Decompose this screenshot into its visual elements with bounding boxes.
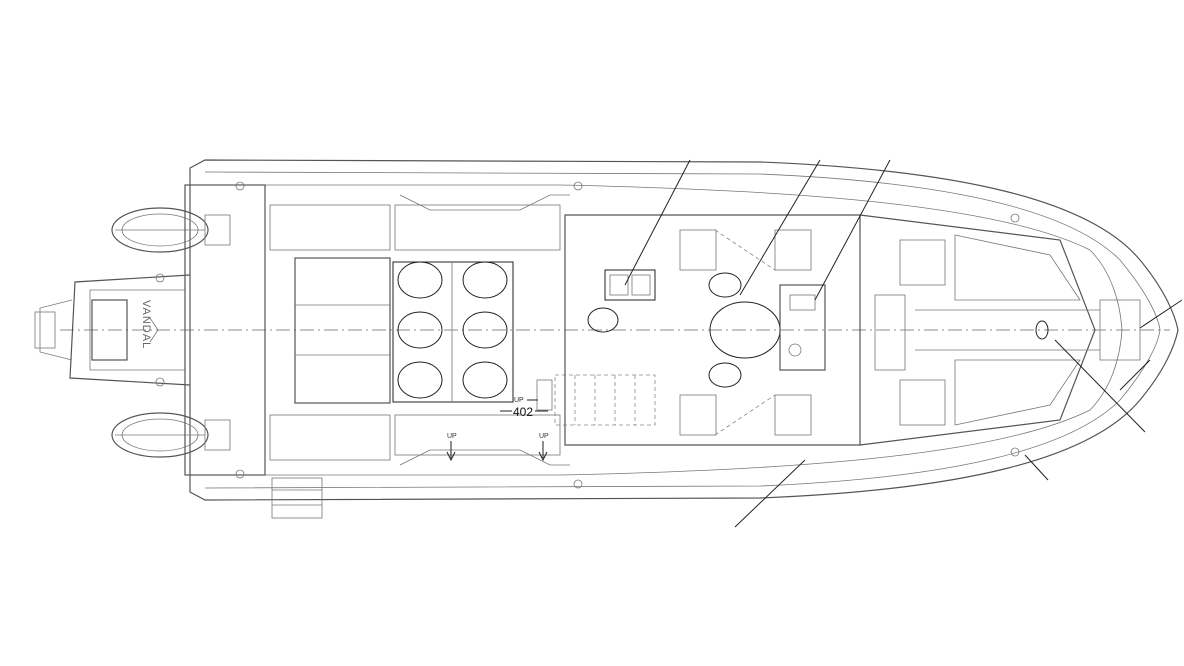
aft-deck xyxy=(155,181,561,519)
foredeck xyxy=(573,181,1141,489)
passenger-seats xyxy=(392,261,514,403)
outboard-engine-starboard xyxy=(111,412,231,458)
up-label-aft: UP xyxy=(447,433,457,440)
swim-platform: VANDAL xyxy=(34,274,191,386)
outboard-engine-port xyxy=(111,207,231,253)
leader-lines xyxy=(624,159,1183,528)
vandal-logo: VANDAL xyxy=(140,300,152,349)
dimension-402: 402 xyxy=(513,405,533,419)
up-label-mid: UP xyxy=(539,433,549,440)
up-label-stairs: UP xyxy=(514,397,524,404)
companionway-stairs: UP 402 UP UP xyxy=(446,374,656,462)
helm-station xyxy=(708,272,826,388)
